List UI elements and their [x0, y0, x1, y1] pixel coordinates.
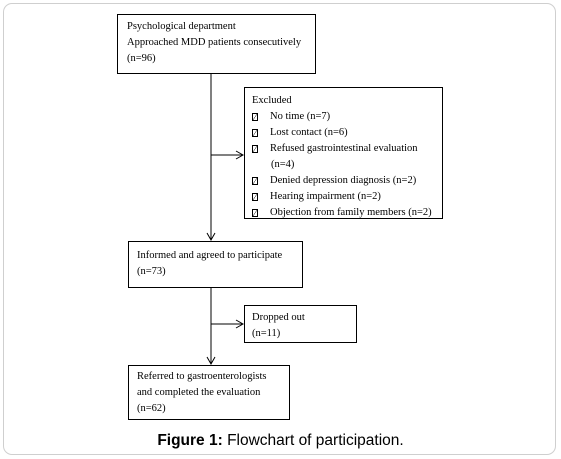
start-line: Approached MDD patients consecutively [127, 37, 302, 48]
agreed-box: Informed and agreed to participate (n=73… [128, 241, 303, 288]
excluded-item: Hearing impairment (n=2) [252, 189, 442, 205]
start-line: (n=96) [127, 53, 156, 64]
excluded-title: Excluded [252, 95, 292, 106]
start-box: Psychological department Approached MDD … [117, 14, 316, 74]
checkbox-icon [252, 209, 258, 217]
referred-box: Referred to gastroenterologists and comp… [128, 365, 290, 420]
agreed-line: (n=73) [137, 266, 166, 277]
caption-label: Figure 1: [157, 432, 223, 449]
caption-text: Flowchart of participation. [222, 432, 404, 449]
dropped-box: Dropped out (n=11) [244, 305, 357, 343]
excluded-item-text: Objection from family members (n=2) [270, 207, 432, 218]
excluded-item: Lost contact (n=6) [252, 125, 442, 141]
excluded-item: Denied depression diagnosis (n=2) [252, 173, 442, 189]
excluded-item-text: Refused gastrointestinal evaluation [270, 143, 418, 154]
checkbox-icon [252, 113, 258, 121]
excluded-item-text: Lost contact (n=6) [270, 127, 348, 138]
referred-line: and completed the evaluation [137, 387, 261, 398]
excluded-item: Objection from family members (n=2) [252, 205, 442, 221]
excluded-item-text: Hearing impairment (n=2) [270, 191, 381, 202]
dropped-line: Dropped out [252, 312, 305, 323]
excluded-item-text: No time (n=7) [270, 111, 331, 122]
excluded-box: Excluded No time (n=7) Lost contact (n=6… [244, 87, 443, 219]
agreed-line: Informed and agreed to participate [137, 250, 283, 261]
dropped-line: (n=11) [252, 328, 281, 339]
excluded-item-text: Denied depression diagnosis (n=2) [270, 175, 417, 186]
excluded-item: No time (n=7) [252, 109, 442, 125]
checkbox-icon [252, 177, 258, 185]
checkbox-icon [252, 129, 258, 137]
start-line: Psychological department [127, 21, 236, 32]
checkbox-icon [252, 193, 258, 201]
excluded-item-continuation: (n=4) [271, 159, 295, 170]
figure-caption: Figure 1: Flowchart of participation. [0, 432, 561, 450]
checkbox-icon [252, 145, 258, 153]
excluded-item: Refused gastrointestinal evaluation [252, 141, 442, 157]
referred-line: Referred to gastroenterologists [137, 371, 267, 382]
referred-line: (n=62) [137, 403, 166, 414]
